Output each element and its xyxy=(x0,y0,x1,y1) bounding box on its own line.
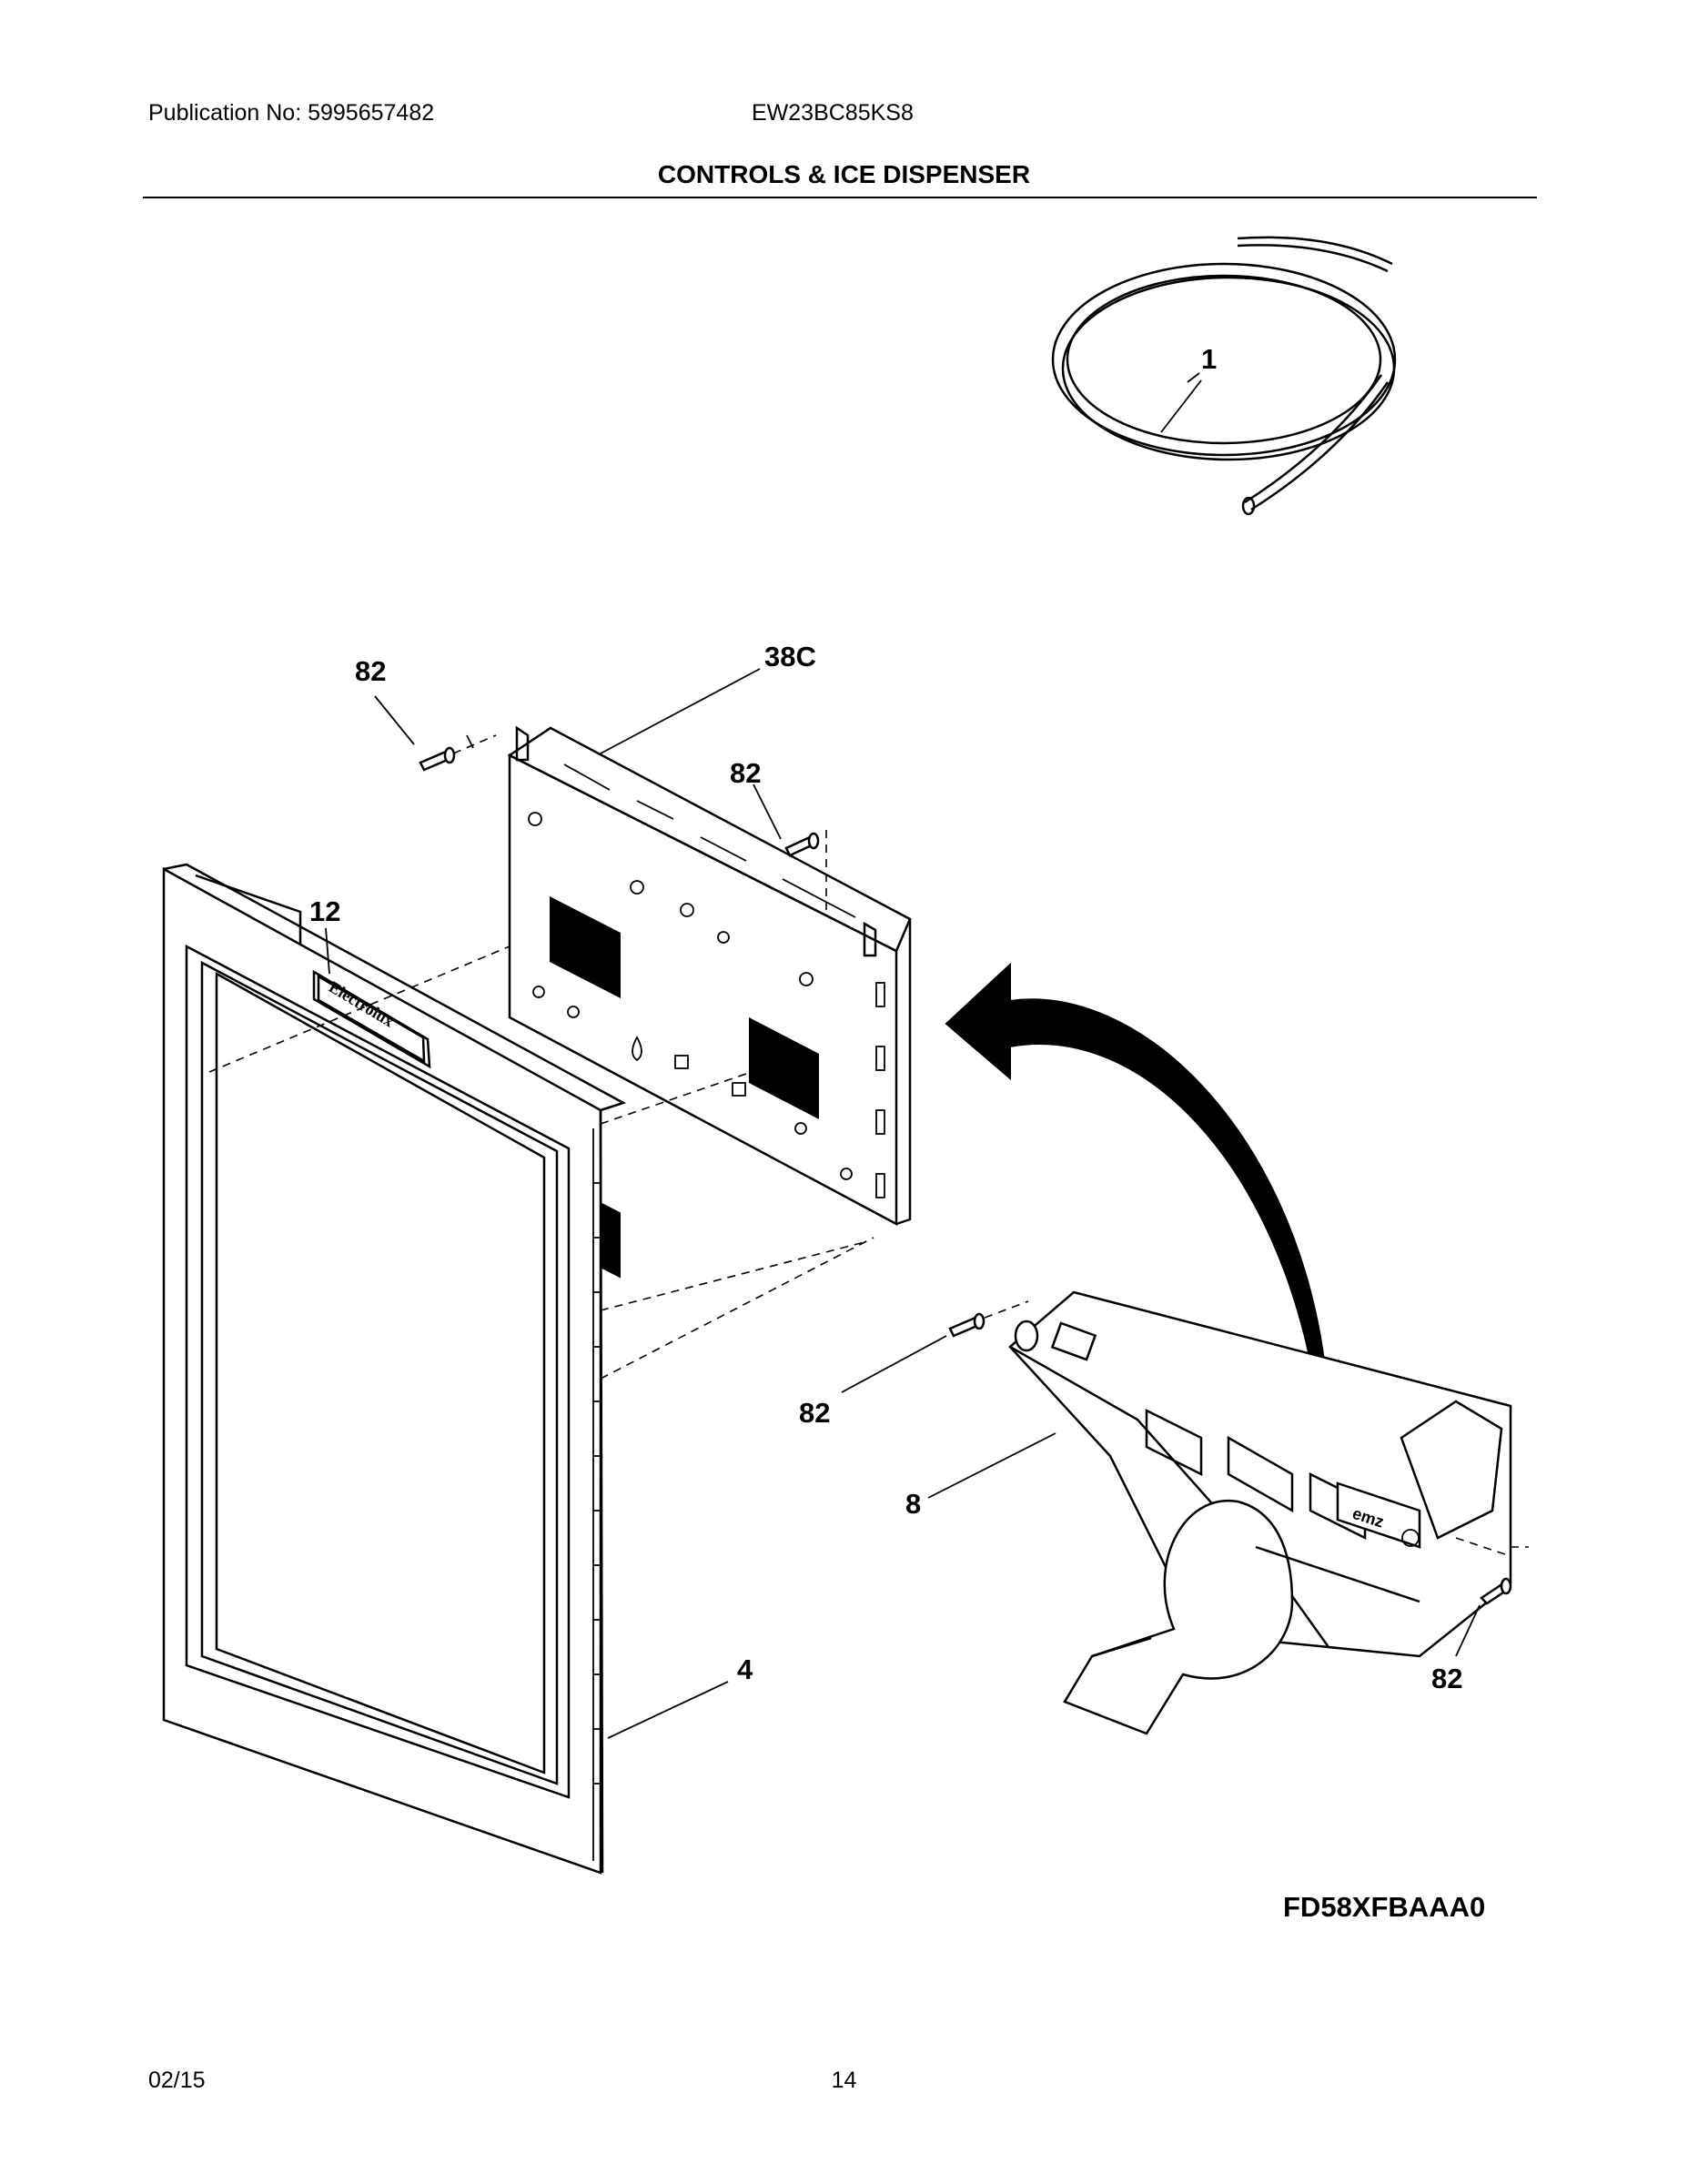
leader-screw-top-left xyxy=(374,695,415,745)
dispenser-bezel xyxy=(162,863,627,1875)
leader-screw-lower-left xyxy=(841,1335,947,1393)
leader-tubing xyxy=(1187,372,1200,383)
header-divider xyxy=(143,197,1537,198)
model-number: EW23BC85KS8 xyxy=(752,100,914,126)
leader-nameplate xyxy=(325,927,330,975)
page-number: 14 xyxy=(831,2068,857,2093)
publication-number: Publication No: 5995657482 xyxy=(148,100,435,126)
figure-code: FD58XFBAAA0 xyxy=(1283,1891,1486,1923)
screw-top-right xyxy=(784,830,827,910)
callout-8: 8 xyxy=(905,1488,921,1520)
screw-lower-right xyxy=(1455,1537,1512,1605)
alignment-lines xyxy=(208,945,874,1380)
direction-arrow xyxy=(945,962,1326,1361)
ice-dispenser-housing: emz xyxy=(1008,1290,1529,1735)
leader-screw-lower-right xyxy=(1455,1604,1481,1657)
control-board xyxy=(507,725,912,1279)
leader-bezel xyxy=(607,1681,729,1739)
screw-top-left xyxy=(419,734,497,772)
tubing-coil xyxy=(1051,236,1397,516)
leader-screw-top-right xyxy=(753,784,782,840)
section-title: CONTROLS & ICE DISPENSER xyxy=(657,160,1031,188)
callout-82-lower-right: 82 xyxy=(1431,1663,1462,1694)
callout-82-top-right: 82 xyxy=(730,757,761,789)
callout-4: 4 xyxy=(737,1653,753,1685)
leader-dispenser xyxy=(927,1432,1056,1499)
footer-date: 02/15 xyxy=(148,2068,206,2093)
leader-control-board xyxy=(600,668,761,754)
callout-82-lower-left: 82 xyxy=(799,1397,830,1429)
callout-38c: 38C xyxy=(764,641,816,672)
callout-1: 1 xyxy=(1201,343,1217,375)
screw-lower-left xyxy=(948,1300,1029,1338)
callout-82-top-left: 82 xyxy=(355,655,386,687)
callout-12: 12 xyxy=(309,895,340,927)
